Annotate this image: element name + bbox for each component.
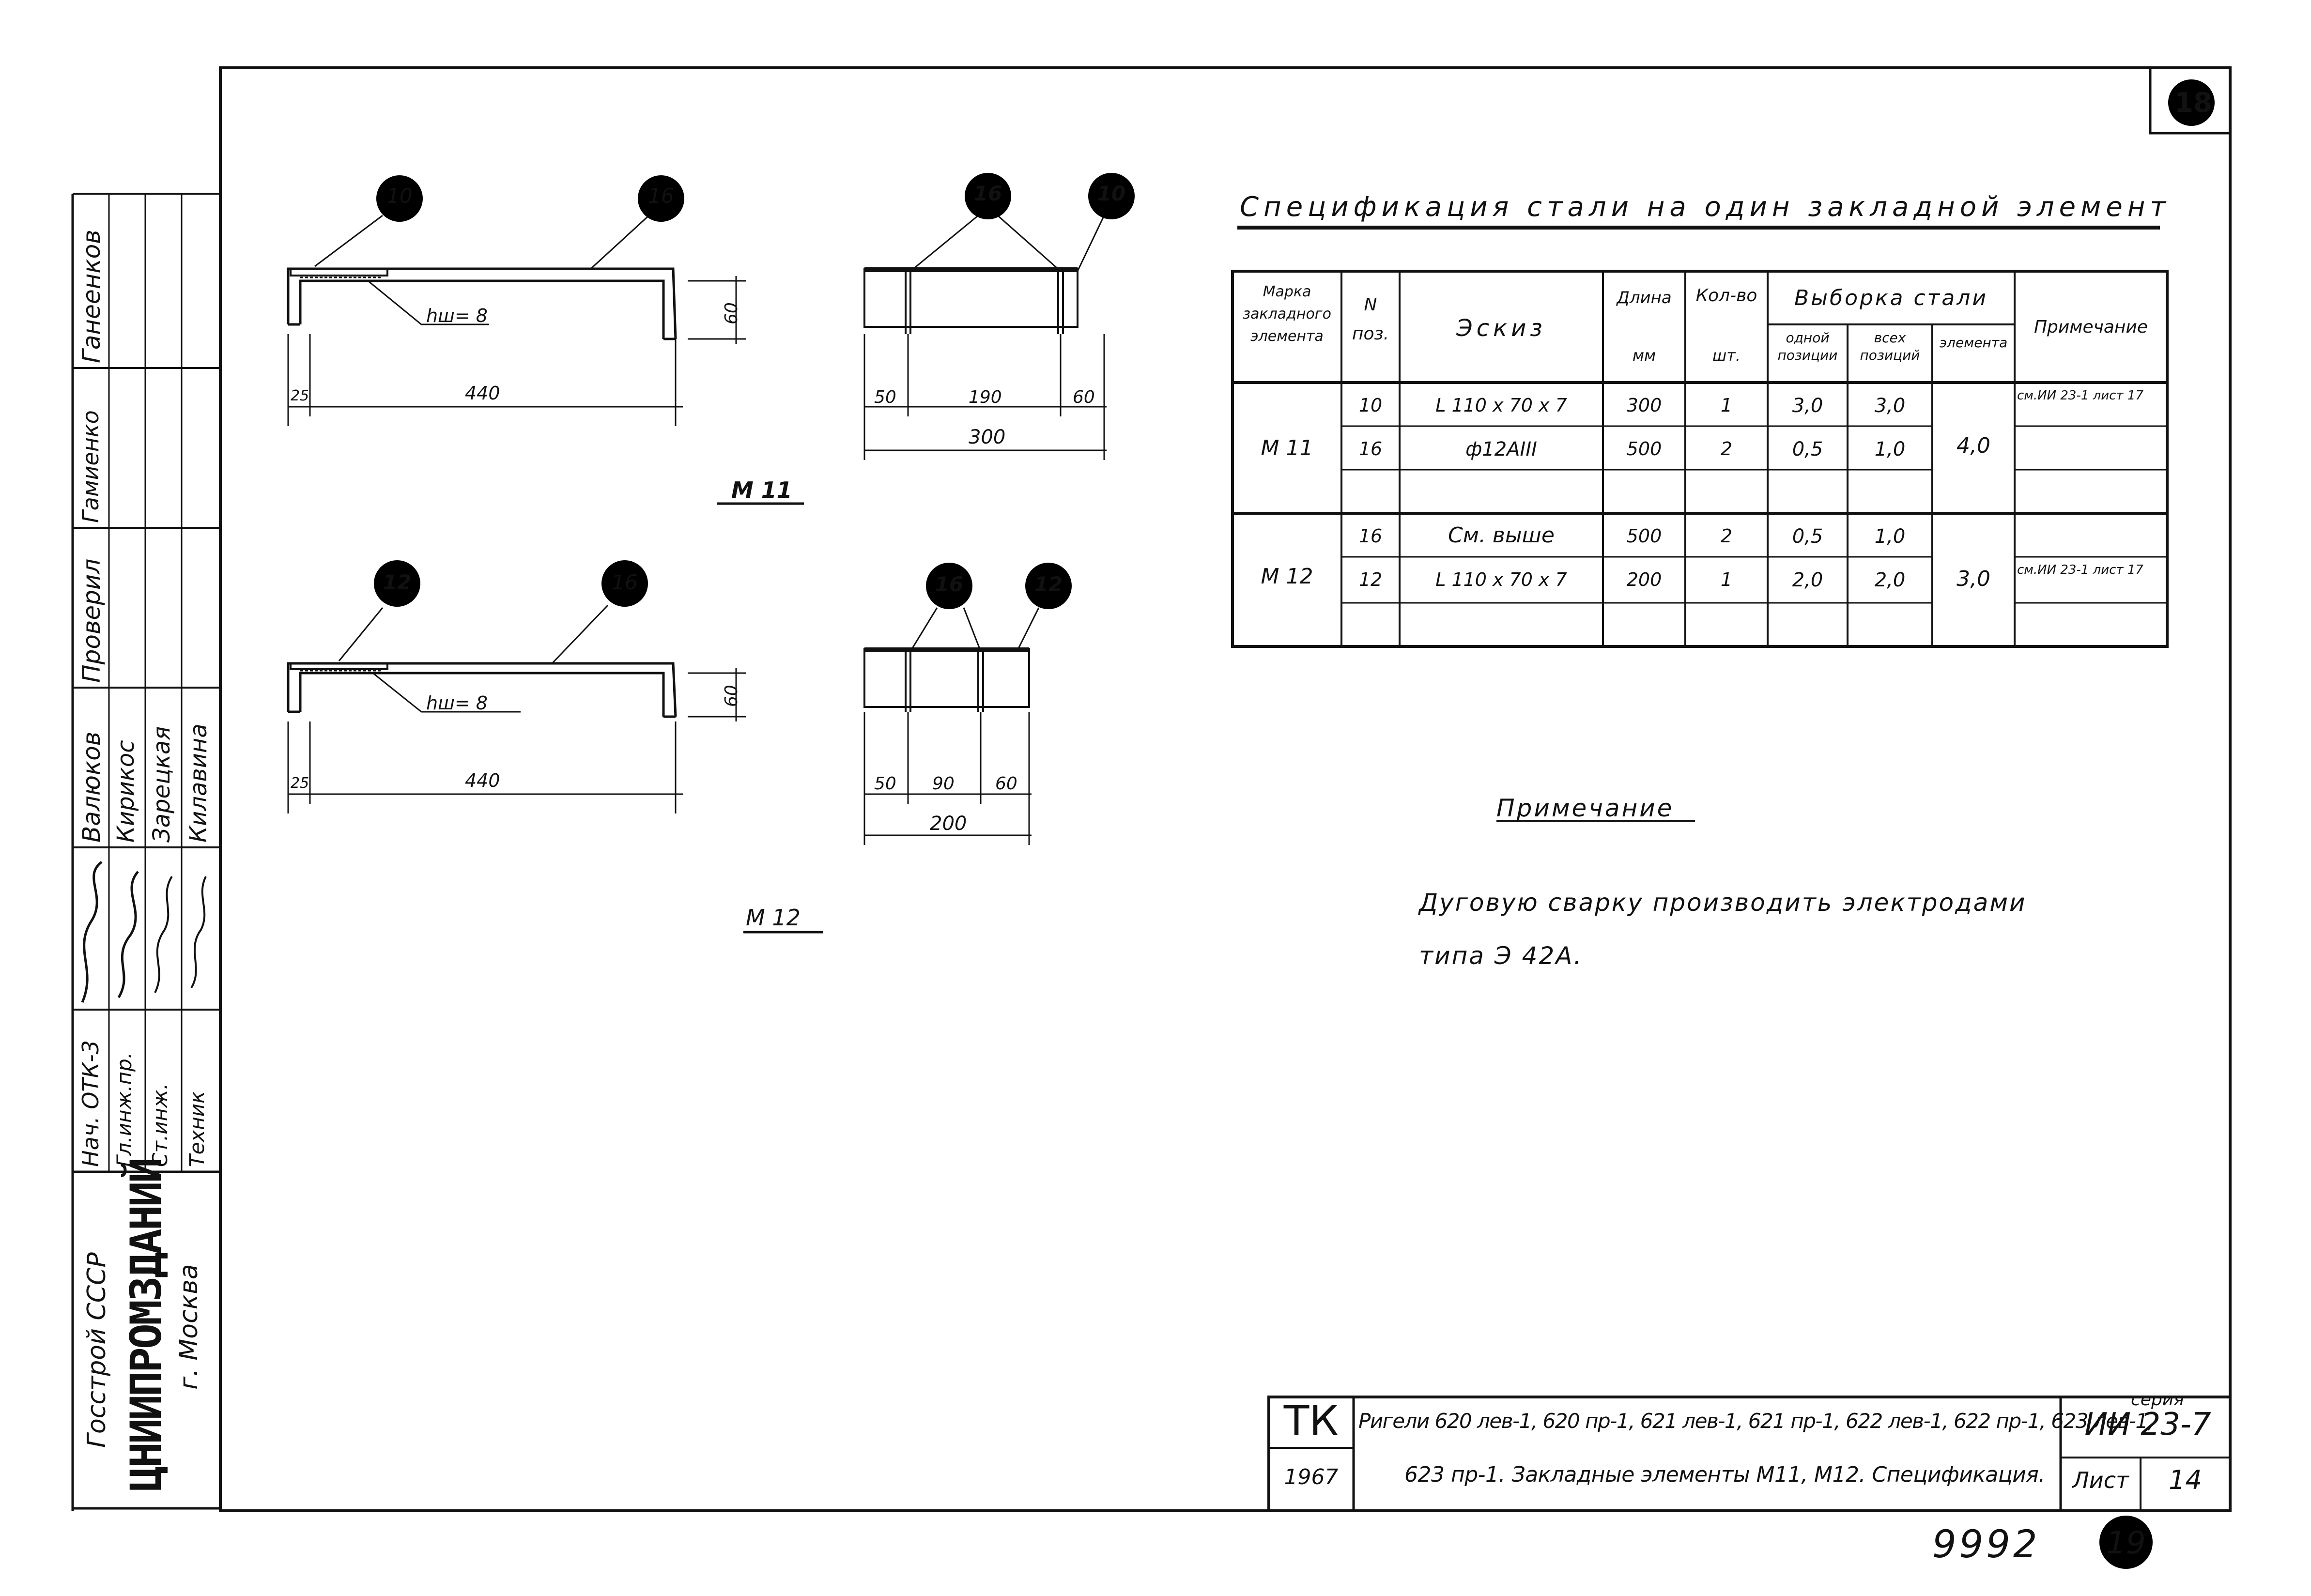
m11-row2-one: 0,5 bbox=[1792, 438, 1823, 460]
title-m12: М 12 bbox=[746, 905, 801, 931]
m12-row2-pos: 12 bbox=[1358, 569, 1383, 590]
hdr-mark: Марка закладного элемента bbox=[1243, 283, 1331, 345]
dim-m12-length: 440 bbox=[465, 770, 500, 791]
dim-m11-total: 300 bbox=[969, 426, 1006, 448]
hdr-length: Длина bbox=[1617, 288, 1672, 307]
hdr-qty-unit: шт. bbox=[1712, 346, 1741, 365]
m12-row2-one: 2,0 bbox=[1792, 569, 1823, 591]
tb-year: 1967 bbox=[1284, 1465, 1339, 1489]
spec-title: Спецификация стали на один закладной эле… bbox=[1240, 191, 2171, 223]
corner-sheet-number: 18 bbox=[2174, 87, 2212, 119]
callout-m12-pos-b: 16 bbox=[612, 570, 638, 594]
tb-desc-line1: Ригели 620 лев-1, 620 пр-1, 621 лев-1, 6… bbox=[1358, 1409, 2154, 1433]
m11-row2-all: 1,0 bbox=[1874, 438, 1906, 460]
callout-m11-pos-b: 16 bbox=[648, 184, 674, 208]
weld-m11: hш= 8 bbox=[426, 305, 488, 326]
group-m12-mark: М 12 bbox=[1261, 564, 1313, 589]
callout-m12-pos-d: 12 bbox=[1034, 572, 1063, 596]
dim-m11-height: 60 bbox=[722, 302, 741, 324]
group-m12-elem-total: 3,0 bbox=[1957, 567, 1990, 591]
dim-m12-p2: 90 bbox=[932, 774, 955, 794]
org-tsniipromzdaniy: ЦНИИПРОМЗДАНИЙ bbox=[121, 1159, 171, 1491]
m11-row1-qty: 1 bbox=[1720, 395, 1733, 416]
tb-sheet-number: 14 bbox=[2169, 1465, 2202, 1495]
dim-m12-p1: 50 bbox=[874, 774, 896, 794]
hdr-one-position: одной позиции bbox=[1777, 330, 1838, 363]
hdr-length-unit: мм bbox=[1632, 346, 1656, 365]
dim-m11-left: 25 bbox=[291, 387, 309, 404]
bottom-page-circle-number: 19 bbox=[2106, 1525, 2146, 1561]
note-line-1: Дуговую сварку производить электродами bbox=[1419, 889, 2027, 917]
m11-row1-note: см.ИИ 23-1 лист 17 bbox=[2017, 388, 2143, 403]
tb-series: ИИ 23-7 bbox=[2084, 1407, 2211, 1443]
m12-row1-length: 500 bbox=[1626, 525, 1662, 547]
dim-m11-p2: 190 bbox=[969, 387, 1002, 407]
stamp-name-1: Валюков bbox=[77, 731, 106, 843]
dim-m11-length: 440 bbox=[465, 383, 500, 404]
m12-row1-qty: 2 bbox=[1720, 525, 1733, 547]
callout-m11-pos-c: 16 bbox=[973, 182, 1002, 205]
tb-tk: ТК bbox=[1283, 1397, 1339, 1445]
m12-row1-pos: 16 bbox=[1358, 525, 1383, 547]
hdr-all-positions: всех позиций bbox=[1860, 330, 1920, 363]
callout-m12-pos-a: 12 bbox=[383, 570, 412, 594]
hdr-sample: Выборка стали bbox=[1794, 286, 1988, 310]
weld-m12: hш= 8 bbox=[426, 692, 488, 714]
m12-row2-sketch: L 110 x 70 x 7 bbox=[1435, 569, 1567, 590]
title-m11: М 11 bbox=[731, 477, 792, 503]
m12-row1-all: 1,0 bbox=[1874, 525, 1906, 548]
stamp-name-2: Кирикос bbox=[112, 740, 139, 843]
callout-m11-pos-d: 10 bbox=[1097, 182, 1126, 205]
m11-row2-length: 500 bbox=[1626, 438, 1662, 460]
m11-row2-pos: 16 bbox=[1358, 438, 1383, 460]
m12-row2-all: 2,0 bbox=[1874, 569, 1906, 591]
m11-row1-length: 300 bbox=[1626, 395, 1662, 416]
dim-m12-height: 60 bbox=[722, 685, 741, 707]
dim-m12-left: 25 bbox=[291, 775, 309, 792]
m12-row2-note: см.ИИ 23-1 лист 17 bbox=[2017, 563, 2143, 577]
dim-m12-p3: 60 bbox=[995, 774, 1017, 794]
dim-m11-p1: 50 bbox=[874, 387, 896, 407]
m11-row1-pos: 10 bbox=[1358, 395, 1383, 416]
stamp-signer-2: Гамиенко bbox=[77, 410, 104, 523]
m11-row1-one: 3,0 bbox=[1792, 395, 1823, 417]
tb-desc-line2: 623 пр-1. Закладные элементы М11, М12. С… bbox=[1404, 1462, 2045, 1487]
tb-series-label: серия bbox=[2131, 1390, 2184, 1410]
archive-code: 9992 bbox=[1932, 1523, 2040, 1566]
m12-row2-length: 200 bbox=[1626, 569, 1662, 590]
stamp-checked-by: Проверил bbox=[77, 558, 106, 683]
stamp-name-4: Килавина bbox=[185, 723, 212, 843]
m11-row2-qty: 2 bbox=[1720, 438, 1733, 460]
hdr-element: элемента bbox=[1939, 335, 2008, 351]
m12-row1-one: 0,5 bbox=[1792, 525, 1823, 548]
hdr-note: Примечание bbox=[2034, 317, 2148, 337]
stamp-signer-1: Ганеенков bbox=[77, 230, 106, 363]
note-heading: Примечание bbox=[1496, 794, 1674, 822]
dim-m12-total: 200 bbox=[930, 813, 967, 835]
m11-row2-sketch: ф12АIII bbox=[1465, 438, 1537, 460]
hdr-pos: N поз. bbox=[1352, 295, 1389, 344]
hdr-qty: Кол-во bbox=[1695, 286, 1757, 306]
stamp-name-3: Зарецкая bbox=[148, 726, 175, 843]
org-city: г. Москва bbox=[174, 1264, 203, 1390]
tb-sheet-label: Лист bbox=[2072, 1467, 2129, 1493]
stamp-role-2: Гл.инж.пр. bbox=[112, 1052, 136, 1167]
org-gosstroy: Госстрой СССР bbox=[82, 1252, 111, 1448]
callout-m11-pos-a: 10 bbox=[386, 184, 413, 208]
m12-row1-sketch: См. выше bbox=[1448, 523, 1555, 548]
dim-m11-p3: 60 bbox=[1073, 387, 1095, 407]
stamp-role-1: Нач. ОТК-3 bbox=[77, 1040, 104, 1167]
hdr-sketch: Эскиз bbox=[1456, 315, 1546, 342]
m12-row2-qty: 1 bbox=[1720, 569, 1733, 590]
m11-row1-sketch: L 110 x 70 x 7 bbox=[1435, 395, 1567, 416]
m11-row1-all: 3,0 bbox=[1874, 395, 1906, 417]
stamp-role-3: Ст.инж. bbox=[148, 1083, 172, 1167]
note-line-2: типа Э 42А. bbox=[1419, 942, 1583, 970]
callout-m12-pos-c: 16 bbox=[935, 572, 964, 596]
stamp-role-4: Техник bbox=[185, 1091, 209, 1167]
group-m11-elem-total: 4,0 bbox=[1957, 433, 1990, 458]
group-m11-mark: М 11 bbox=[1261, 436, 1313, 460]
